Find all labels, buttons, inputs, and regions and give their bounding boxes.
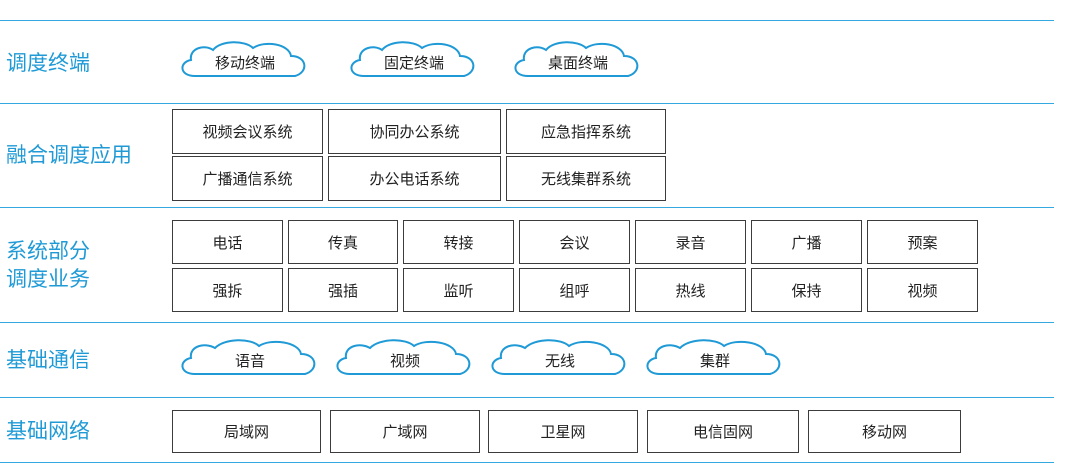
application-box: 协同办公系统 <box>328 109 501 154</box>
service-box: 电话 <box>172 220 283 264</box>
service-box: 热线 <box>635 268 746 312</box>
network-box: 广域网 <box>330 410 480 453</box>
service-box: 转接 <box>403 220 514 264</box>
cloud-node: 无线 <box>485 336 635 384</box>
cloud-label: 固定终端 <box>383 53 444 72</box>
separator-line <box>0 397 1054 398</box>
service-box: 录音 <box>635 220 746 264</box>
service-box: 广播 <box>751 220 862 264</box>
cloud-shape <box>350 41 475 77</box>
separator-line <box>0 322 1054 323</box>
row-label-basic-comm: 基础通信 <box>6 348 90 372</box>
cloud-label: 无线 <box>544 351 575 370</box>
service-box: 组呼 <box>519 268 630 312</box>
row-label-basic-network: 基础网络 <box>6 419 90 443</box>
application-box: 广播通信系统 <box>172 156 323 201</box>
cloud-node: 语音 <box>175 336 325 384</box>
service-box: 强插 <box>288 268 398 312</box>
cloud-shape <box>336 339 471 375</box>
separator-line <box>0 103 1054 104</box>
service-box: 视频 <box>867 268 978 312</box>
cloud-label: 集群 <box>699 351 730 370</box>
service-box: 会议 <box>519 220 630 264</box>
row-label-services-line2: 调度业务 <box>6 267 90 291</box>
network-box: 局域网 <box>172 410 321 453</box>
cloud-node: 集群 <box>640 336 790 384</box>
row-label-services-line1: 系统部分 <box>6 239 90 263</box>
cloud-node: 视频 <box>330 336 480 384</box>
service-box: 保持 <box>751 268 862 312</box>
network-box: 电信固网 <box>647 410 799 453</box>
application-box: 应急指挥系统 <box>506 109 666 154</box>
separator-line <box>0 207 1054 208</box>
cloud-label: 语音 <box>234 351 265 370</box>
service-box: 监听 <box>403 268 514 312</box>
application-box: 视频会议系统 <box>172 109 323 154</box>
separator-line <box>0 462 1054 463</box>
application-box: 办公电话系统 <box>328 156 501 201</box>
service-box: 强拆 <box>172 268 283 312</box>
network-box: 卫星网 <box>488 410 638 453</box>
separator-line <box>0 20 1054 21</box>
cloud-node: 固定终端 <box>344 38 484 86</box>
application-box: 无线集群系统 <box>506 156 666 201</box>
service-box: 预案 <box>867 220 978 264</box>
cloud-node: 移动终端 <box>175 38 315 86</box>
cloud-node: 桌面终端 <box>508 38 648 86</box>
cloud-label: 移动终端 <box>214 53 275 72</box>
service-box: 传真 <box>288 220 398 264</box>
network-box: 移动网 <box>808 410 961 453</box>
cloud-shape <box>181 41 306 77</box>
cloud-label: 桌面终端 <box>547 53 608 72</box>
row-label-applications: 融合调度应用 <box>6 143 132 167</box>
cloud-shape <box>646 339 781 375</box>
cloud-shape <box>491 339 626 375</box>
row-label-terminals: 调度终端 <box>6 51 90 75</box>
cloud-shape <box>514 41 639 77</box>
cloud-label: 视频 <box>389 351 420 370</box>
cloud-shape <box>181 339 316 375</box>
